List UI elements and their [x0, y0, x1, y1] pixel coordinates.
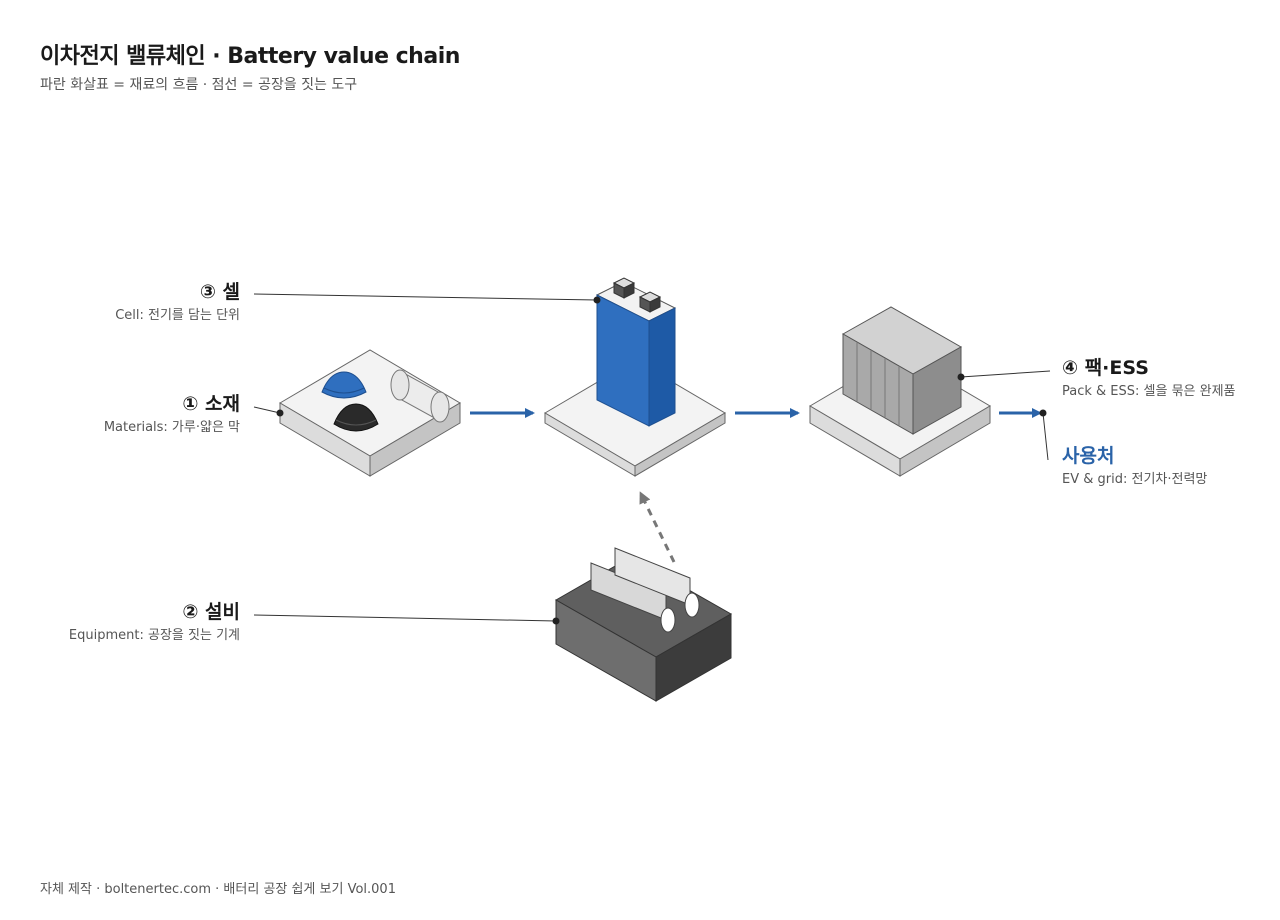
label-cell: ③ 셀 Cell: 전기를 담는 단위	[115, 280, 240, 325]
label-pack: ④ 팩·ESS Pack & ESS: 셀을 묶은 완제품	[1062, 356, 1236, 401]
footer-credit: 자체 제작 · boltenertec.com · 배터리 공장 쉽게 보기 V…	[40, 882, 396, 897]
cell-name: ③ 셀	[199, 281, 240, 303]
label-materials: ① 소재 Materials: 가루·얇은 막	[104, 392, 240, 437]
label-use: 사용처 EV & grid: 전기차·전력망	[1062, 444, 1207, 489]
pack-desc: Pack & ESS: 셀을 묶은 완제품	[1062, 384, 1236, 399]
film-roll-icon	[390, 369, 450, 423]
page-subtitle: 파란 화살표 = 재료의 흐름 · 점선 = 공장을 짓는 도구	[40, 77, 358, 93]
cell-desc: Cell: 전기를 담는 단위	[115, 308, 240, 323]
pack-name: ④ 팩·ESS	[1062, 357, 1149, 379]
materials-name: ① 소재	[182, 393, 240, 415]
leader-lines	[253, 293, 1051, 625]
use-desc: EV & grid: 전기차·전력망	[1062, 472, 1208, 487]
powder-mound-icon	[321, 371, 379, 432]
materials-desc: Materials: 가루·얇은 막	[103, 420, 240, 435]
battery-pack-icon	[841, 306, 963, 435]
label-equipment: ② 설비 Equipment: 공장을 짓는 기계	[69, 600, 240, 645]
page-title: 이차전지 밸류체인 · Battery value chain	[40, 44, 460, 69]
equipment-name: ② 설비	[182, 601, 240, 623]
equipment-desc: Equipment: 공장을 짓는 기계	[68, 628, 240, 643]
tool-arrow-equipment-to-cell	[639, 491, 676, 563]
use-name: 사용처	[1062, 445, 1115, 467]
battery-cell-icon	[595, 277, 677, 427]
equipment-machine-icon	[554, 547, 733, 702]
